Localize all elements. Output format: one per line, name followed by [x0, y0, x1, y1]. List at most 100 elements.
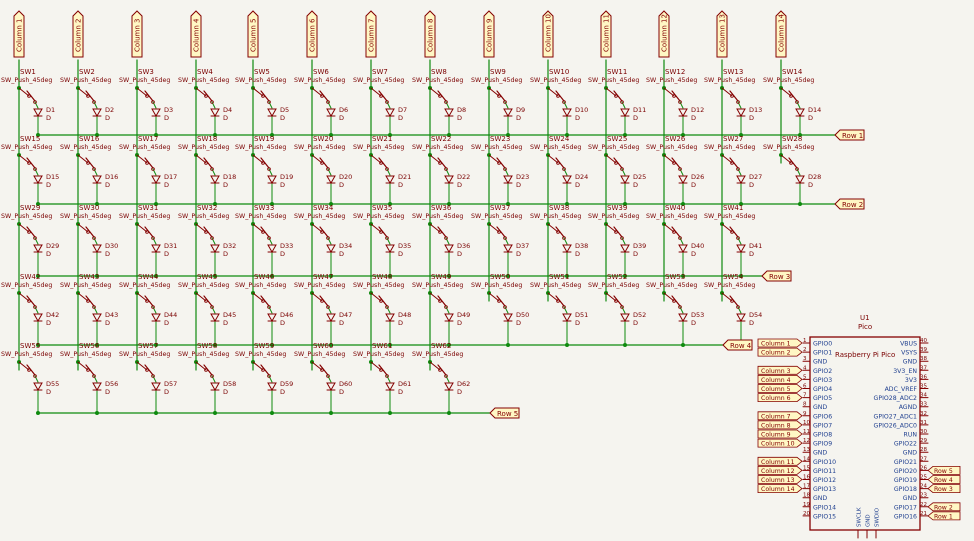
switch-contact — [613, 226, 623, 238]
row-label-1[interactable]: Row 1 — [834, 129, 865, 141]
diode-body — [503, 313, 513, 323]
diode-ref: D46 — [280, 311, 293, 319]
switch-lead — [429, 223, 441, 233]
mcu-net-label[interactable]: Row 4 — [927, 475, 961, 485]
column-label-3[interactable]: Column 3 — [131, 10, 143, 58]
mcu-pin-number: 8 — [803, 402, 807, 408]
diode-body — [385, 313, 395, 323]
mcu-pin-name: GPIO5 — [813, 395, 832, 402]
switch-pin — [444, 100, 448, 104]
column-label-1[interactable]: Column 1 — [13, 10, 25, 58]
diode-body — [33, 175, 43, 185]
mcu-net-label[interactable]: Column 1 — [757, 338, 803, 348]
mcu-net-label[interactable]: Column 2 — [757, 347, 803, 357]
row-label-2[interactable]: Row 2 — [834, 198, 865, 210]
diode-ref: D47 — [339, 311, 352, 319]
mcu-net-label[interactable]: Column 10 — [757, 438, 803, 448]
mcu-pin-number: 29 — [920, 438, 927, 444]
column-label-10[interactable]: Column 10 — [542, 10, 554, 58]
switch-contact — [555, 157, 565, 169]
column-label-2[interactable]: Column 2 — [72, 10, 84, 58]
switch-value: SW_Push_45deg — [763, 144, 814, 151]
column-label-5[interactable]: Column 5 — [247, 10, 259, 58]
diode-ref: D51 — [575, 311, 588, 319]
mcu-net-label[interactable]: Column 9 — [757, 429, 803, 439]
switch-contact — [378, 295, 388, 307]
mcu-net-label[interactable]: Column 13 — [757, 475, 803, 485]
junction-dot — [329, 202, 333, 206]
switch-ref: SW46 — [254, 273, 275, 281]
row-label-5[interactable]: Row 5 — [489, 407, 520, 419]
mcu-pin-name: VSYS — [901, 350, 917, 357]
switch-pin — [562, 100, 566, 104]
column-label-9[interactable]: Column 9 — [483, 10, 495, 58]
diode-ref: D4 — [223, 106, 232, 114]
mcu-net-label[interactable]: Row 1 — [927, 511, 961, 521]
switch-pin — [210, 167, 214, 171]
switch-pin — [503, 305, 507, 309]
switch-pin — [326, 236, 330, 240]
diode-value: D — [223, 114, 228, 122]
row-label-3[interactable]: Row 3 — [761, 270, 792, 282]
switch-ref: SW48 — [372, 273, 392, 281]
switch-contact — [144, 90, 154, 102]
column-label-11[interactable]: Column 11 — [600, 10, 612, 58]
switch-pin — [267, 374, 271, 378]
mcu-net-label[interactable]: Column 3 — [757, 365, 803, 375]
mcu-net-label[interactable]: Column 4 — [757, 375, 803, 384]
mcu-net-label[interactable]: Column 7 — [757, 411, 803, 421]
mcu-net-label[interactable]: Row 5 — [927, 466, 961, 475]
column-label-14[interactable]: Column 14 — [775, 10, 787, 58]
switch-contact — [26, 90, 36, 102]
switch-lead — [488, 87, 500, 97]
column-label-4[interactable]: Column 4 — [190, 10, 202, 58]
mcu-net-label[interactable]: Column 11 — [757, 456, 803, 466]
diode-body — [151, 313, 161, 323]
column-label-13[interactable]: Column 13 — [716, 10, 728, 58]
mcu-net-label[interactable]: Row 2 — [927, 502, 961, 512]
diode-ref: D40 — [691, 242, 704, 250]
switch-pin — [562, 236, 566, 240]
net-label-text: Column 2 — [761, 350, 791, 357]
switch-ref: SW50 — [490, 273, 510, 281]
diode-value: D — [223, 250, 228, 258]
switch-pin — [267, 100, 271, 104]
switch-pin — [86, 368, 90, 372]
column-label-7[interactable]: Column 7 — [365, 10, 377, 58]
mcu-pin-number: 13 — [803, 447, 810, 453]
junction-dot — [447, 274, 451, 278]
mcu-pin-number: 35 — [920, 384, 927, 390]
mcu-net-label[interactable]: Column 12 — [757, 466, 803, 475]
switch-contact — [671, 90, 681, 102]
mcu-pin-number: 3 — [803, 356, 807, 362]
mcu-net-label[interactable]: Column 8 — [757, 420, 803, 430]
switch-pin — [33, 236, 37, 240]
switch-pin — [385, 236, 389, 240]
column-label-8[interactable]: Column 8 — [424, 10, 436, 58]
switch-lead — [195, 361, 207, 371]
diode-body — [151, 244, 161, 254]
mcu-net-label[interactable]: Row 3 — [927, 484, 961, 494]
switch-contact — [437, 226, 447, 238]
diode-body — [326, 108, 336, 118]
mcu-net-label[interactable]: Column 6 — [757, 393, 803, 403]
switch-contact — [260, 364, 270, 376]
row-label-4[interactable]: Row 4 — [722, 339, 753, 351]
column-label-6[interactable]: Column 6 — [306, 10, 318, 58]
switch-contact — [26, 157, 36, 169]
switch-value: SW_Push_45deg — [471, 213, 522, 220]
diode-ref: D19 — [280, 173, 293, 181]
net-flag — [757, 384, 803, 393]
switch-pin — [267, 236, 271, 240]
mcu-pin-name: GPIO15 — [813, 513, 836, 520]
mcu-pin-name: GPIO10 — [813, 459, 836, 466]
mcu-pin-number: 21 — [920, 511, 927, 517]
column-label-12[interactable]: Column 12 — [658, 10, 670, 58]
diode-body — [151, 175, 161, 185]
junction-dot — [329, 343, 333, 347]
switch-contact — [85, 226, 95, 238]
switch-pin — [33, 100, 37, 104]
mcu-net-label[interactable]: Column 14 — [757, 484, 803, 494]
mcu-net-label[interactable]: Column 5 — [757, 384, 803, 394]
